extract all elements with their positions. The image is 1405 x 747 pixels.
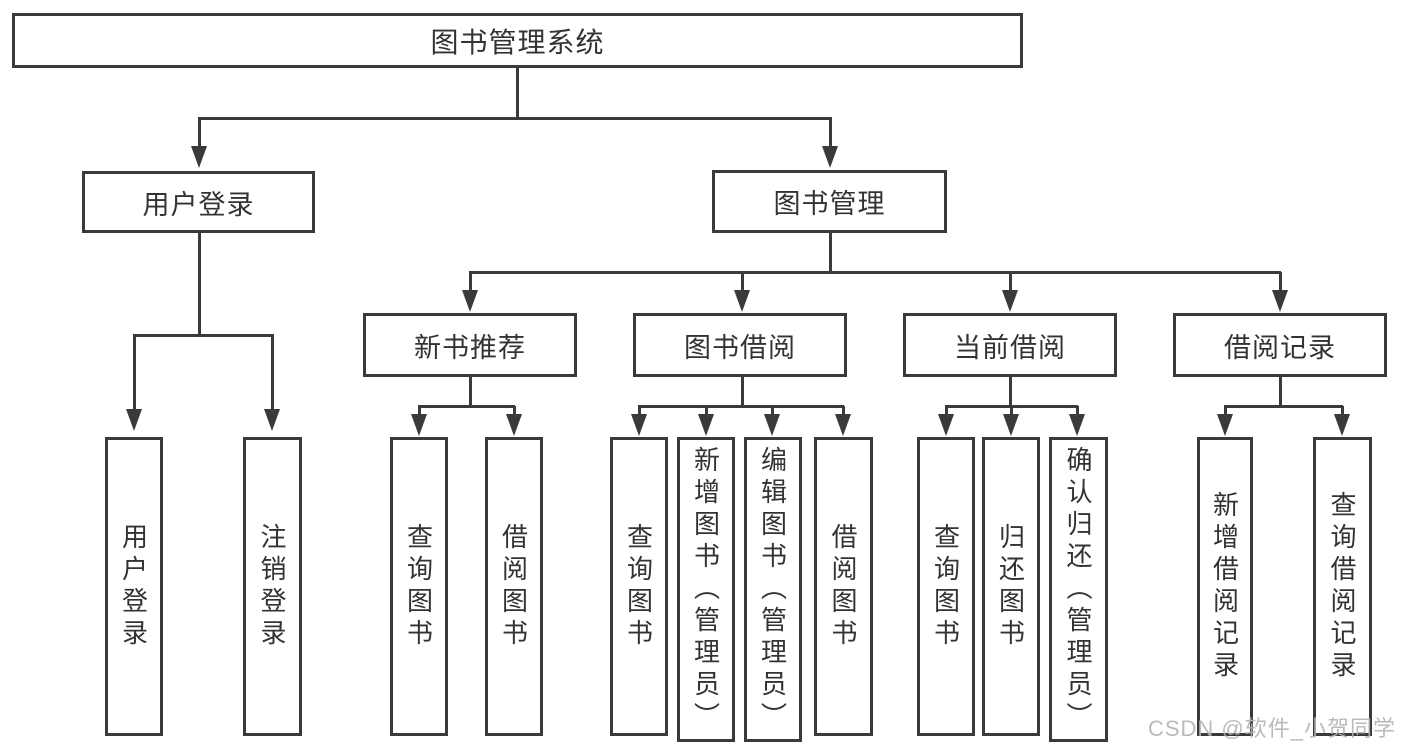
leaf-query-borrow-record: 查询借阅记录 <box>1313 437 1372 736</box>
arrow-down-icon <box>191 146 207 168</box>
connector-stem <box>198 118 201 148</box>
connector-stem <box>945 406 948 416</box>
connector-records-horizontal <box>1224 405 1343 408</box>
connector-stem <box>513 406 516 416</box>
arrow-down-icon <box>1069 414 1085 436</box>
leaf-logout: 注销登录 <box>243 437 302 736</box>
leaf-add-books-admin: 新增图书（管理员） <box>677 437 735 742</box>
arrow-down-icon <box>1002 290 1018 312</box>
connector-stem <box>842 406 845 416</box>
arrow-down-icon <box>1272 290 1288 312</box>
arrow-down-icon <box>462 290 478 312</box>
connector-stem <box>771 406 774 416</box>
connector-mgmt-trunk <box>829 233 832 272</box>
leaf-return-books: 归还图书 <box>982 437 1040 736</box>
leaf-query-books: 查询图书 <box>917 437 975 736</box>
arrow-down-icon <box>764 414 780 436</box>
connector-user-horizontal <box>133 334 274 337</box>
arrow-down-icon <box>506 414 522 436</box>
arrow-down-icon <box>1334 414 1350 436</box>
connector-stem <box>1224 406 1227 416</box>
leaf-edit-books-admin: 编辑图书（管理员） <box>744 437 802 742</box>
connector-stem <box>705 406 708 416</box>
leaf-confirm-return-admin: 确认归还（管理员） <box>1049 437 1108 742</box>
arrow-down-icon <box>698 414 714 436</box>
arrow-down-icon <box>126 409 142 431</box>
arrow-down-icon <box>631 414 647 436</box>
arrow-down-icon <box>1003 414 1019 436</box>
leaf-query-books: 查询图书 <box>390 437 448 736</box>
arrow-down-icon <box>264 409 280 431</box>
connector-borrow-trunk <box>741 377 744 406</box>
connector-recommend-trunk <box>469 377 472 406</box>
connector-stem <box>1010 406 1013 416</box>
arrow-down-icon <box>411 414 427 436</box>
connector-stem <box>1341 406 1344 416</box>
connector-current-trunk <box>1009 377 1012 406</box>
node-borrow-records: 借阅记录 <box>1173 313 1387 377</box>
connector-mgmt-horizontal <box>469 271 1281 274</box>
connector-borrow-horizontal <box>638 405 844 408</box>
node-current-borrowing: 当前借阅 <box>903 313 1117 377</box>
connector-stem <box>469 272 472 292</box>
connector-stem <box>1076 406 1079 416</box>
leaf-borrow-books: 借阅图书 <box>814 437 873 736</box>
node-new-book-recommend: 新书推荐 <box>363 313 577 377</box>
arrow-down-icon <box>734 290 750 312</box>
node-book-management: 图书管理 <box>712 170 947 233</box>
arrow-down-icon <box>822 146 838 168</box>
connector-user-trunk <box>198 233 201 335</box>
connector-root-trunk <box>516 68 519 118</box>
connector-recommend-horizontal <box>418 405 515 408</box>
connector-stem <box>133 335 136 411</box>
connector-stem <box>829 118 832 148</box>
leaf-user-login: 用户登录 <box>105 437 163 736</box>
arrow-down-icon <box>835 414 851 436</box>
csdn-watermark: CSDN @软件_小贺同学 <box>1147 716 1396 741</box>
connector-stem <box>271 335 274 411</box>
node-book-borrowing: 图书借阅 <box>633 313 847 377</box>
connector-records-trunk <box>1279 377 1282 406</box>
connector-stem <box>418 406 421 416</box>
connector-level1-horizontal <box>198 117 832 120</box>
leaf-borrow-books: 借阅图书 <box>485 437 543 736</box>
connector-stem <box>1279 272 1282 292</box>
connector-stem <box>1009 272 1012 292</box>
arrow-down-icon <box>938 414 954 436</box>
leaf-query-books: 查询图书 <box>610 437 668 736</box>
connector-stem <box>741 272 744 292</box>
leaf-add-borrow-record: 新增借阅记录 <box>1197 437 1253 736</box>
node-user-login: 用户登录 <box>82 171 315 233</box>
arrow-down-icon <box>1217 414 1233 436</box>
node-library-management-system: 图书管理系统 <box>12 13 1023 68</box>
connector-stem <box>638 406 641 416</box>
